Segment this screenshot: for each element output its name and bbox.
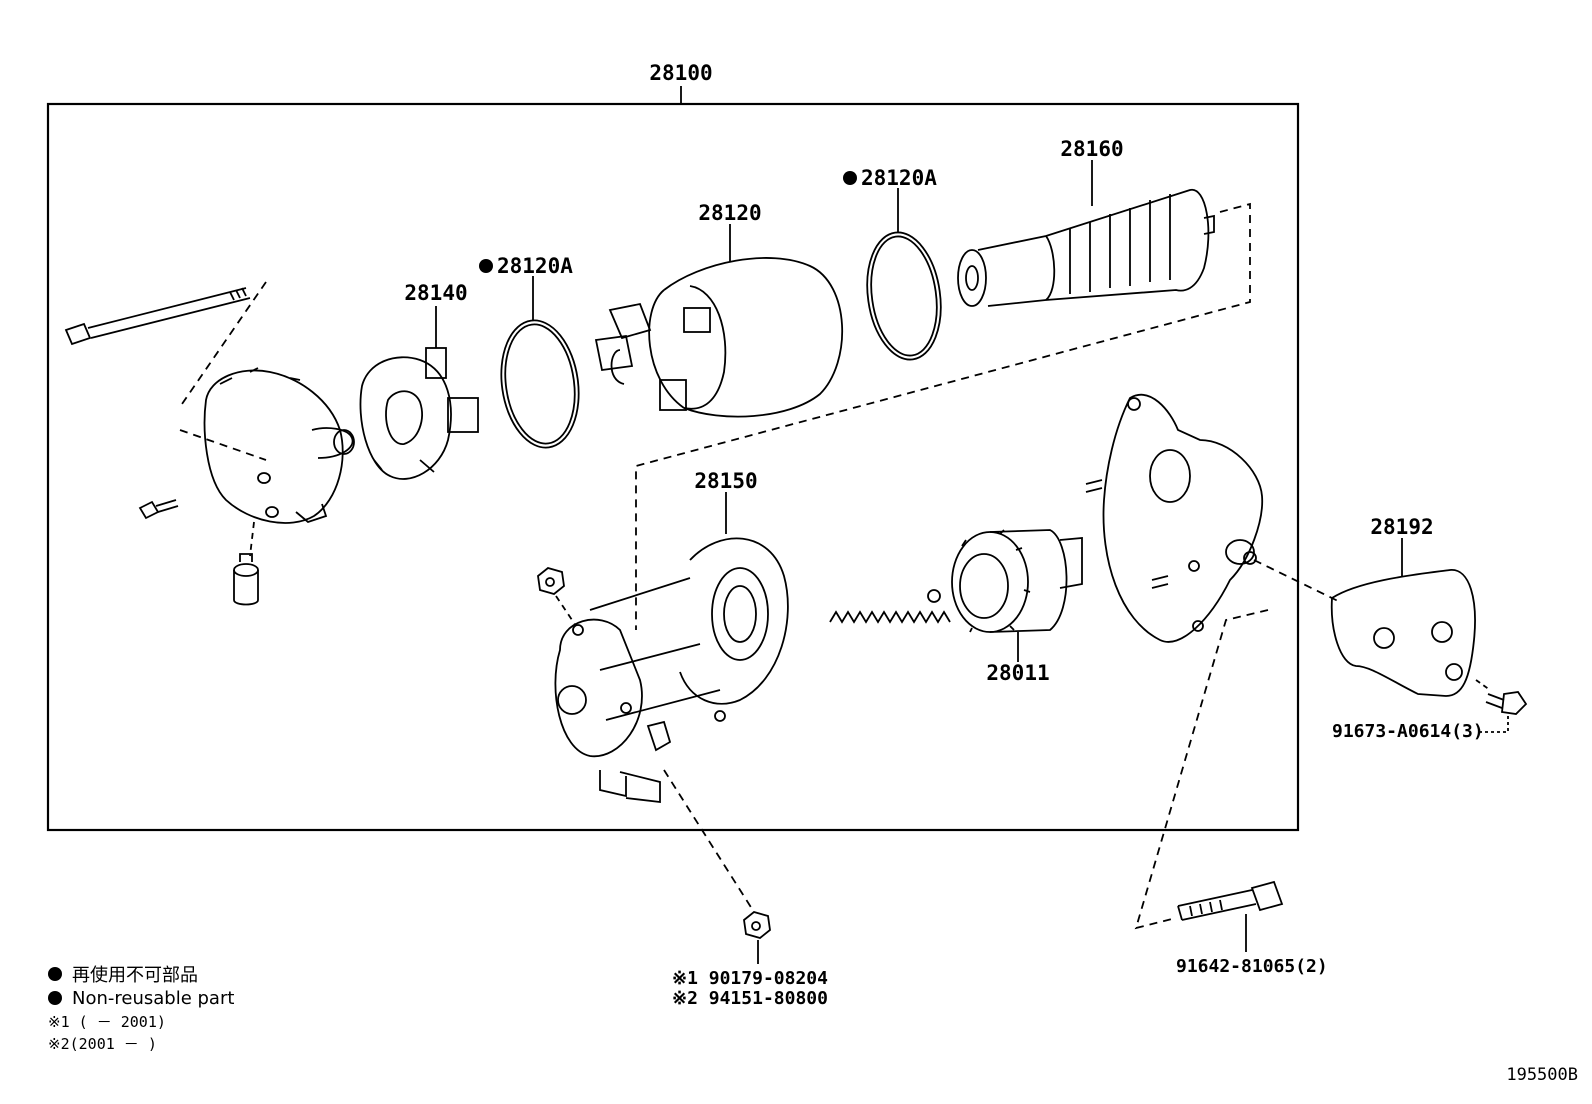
non-reusable-dot-icon [48, 967, 62, 981]
o-ring-left-inner [504, 323, 576, 445]
bracket-screw-leader [1478, 716, 1509, 733]
drive-housing-icon [1085, 393, 1264, 643]
legend-japanese: 再使用不可部品 [48, 962, 234, 986]
ball-icon [927, 589, 941, 603]
non-reusable-dot-icon [48, 991, 62, 1005]
switch-nut-icon [537, 567, 565, 595]
o-ring-left-icon [500, 319, 580, 449]
label-nut-note1: ※1 90179-08204 [672, 968, 828, 989]
legend-note2: ※2(2001 － ) [48, 1034, 157, 1053]
assembly-frame [46, 102, 1300, 832]
grommet-leader [249, 521, 255, 557]
label-91673: 91673-A0614(3) [1332, 721, 1484, 742]
end-cover-icon [203, 367, 355, 524]
through-bolt-icon [64, 287, 251, 346]
legend-english: Non-reusable part [48, 986, 234, 1010]
legend: 再使用不可部品 Non-reusable part ※1 ( － 2001) ※… [48, 962, 234, 1054]
switch-nut-leader [555, 595, 577, 627]
bracket-screw-dash [1475, 679, 1491, 691]
label-28160: 28160 [1060, 137, 1123, 161]
housing-bolt-icon [1177, 880, 1284, 921]
terminal-nut-icon [743, 911, 771, 939]
bolt-dash-guide [179, 281, 267, 461]
magnetic-switch-housing-icon [554, 537, 789, 804]
yoke-field-coil-icon [594, 257, 844, 418]
label-nut-note2: ※2 94151-80800 [672, 988, 828, 1009]
non-reusable-marker-left [479, 259, 493, 273]
non-reusable-marker-right [843, 171, 857, 185]
label-28150: 28150 [694, 469, 757, 493]
bracket-screw-icon [1485, 691, 1528, 715]
bracket-icon [1330, 569, 1476, 697]
grommet-icon [233, 553, 259, 606]
terminal-nut-leader [663, 769, 755, 913]
housing-dash-to-bracket [1253, 559, 1341, 603]
diagram-code: 195500B [1506, 1065, 1578, 1085]
label-28120A-left: 28120A [497, 254, 573, 278]
label-91642: 91642-81065(2) [1176, 956, 1328, 977]
spring-icon [829, 610, 951, 624]
label-28140: 28140 [404, 281, 467, 305]
o-ring-right-icon [866, 231, 942, 361]
label-28120A-right: 28120A [861, 166, 937, 190]
assembly-label: 28100 [649, 61, 712, 85]
label-28192: 28192 [1370, 515, 1433, 539]
cover-screw-icon [138, 499, 179, 520]
label-28011: 28011 [986, 661, 1049, 685]
armature-icon [957, 189, 1215, 307]
legend-note1: ※1 ( － 2001) [48, 1012, 166, 1031]
legend-english-text: Non-reusable part [72, 987, 235, 1009]
brush-holder-icon [359, 347, 479, 480]
o-ring-right-inner [870, 235, 938, 357]
label-28120: 28120 [698, 201, 761, 225]
housing-bolt-dash-guide [1134, 609, 1269, 930]
legend-japanese-text: 再使用不可部品 [72, 965, 198, 986]
armature-dash-guide [635, 202, 1251, 630]
starter-clutch-icon [951, 529, 1083, 633]
